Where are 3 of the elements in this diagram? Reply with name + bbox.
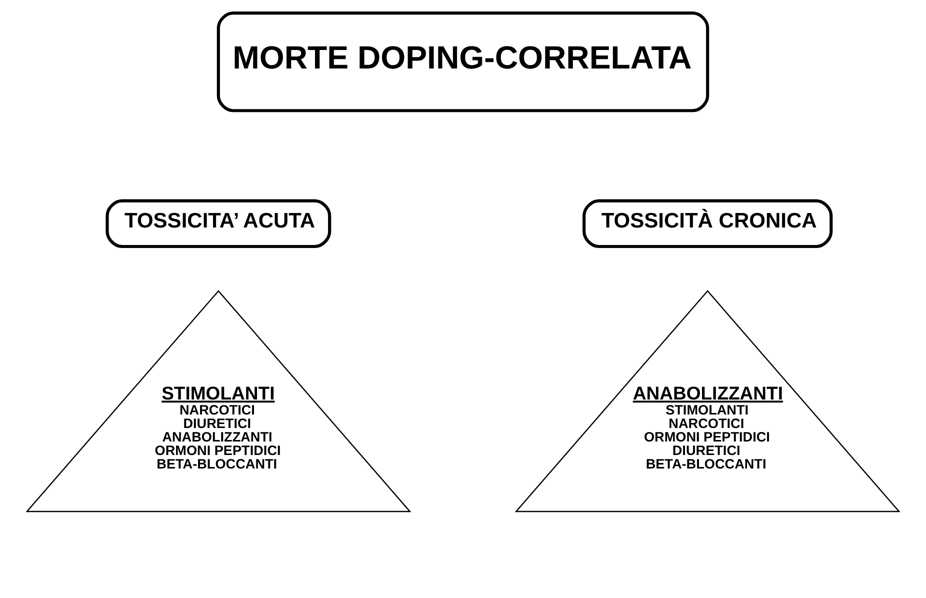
node-box: TOSSICITÀ CRONICA: [582, 199, 833, 248]
node-box: MORTE DOPING-CORRELATA: [216, 11, 710, 112]
node-box: TOSSICITA’ ACUTA: [106, 199, 332, 248]
